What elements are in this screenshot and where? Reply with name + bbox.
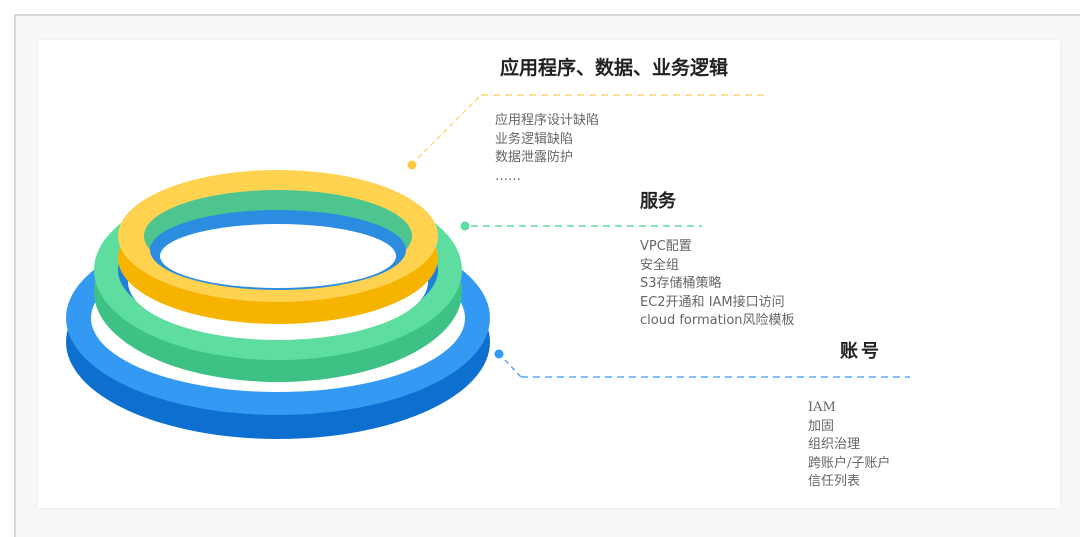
list-item: EC2开通和 IAM接口访问 bbox=[640, 294, 785, 310]
list-item: 安全组 bbox=[640, 257, 680, 273]
list-item: VPC配置 bbox=[640, 239, 692, 254]
connector-account bbox=[494, 349, 910, 378]
list-item: S3存储桶策略 bbox=[640, 276, 722, 291]
list-item: 业务逻辑缺陷 bbox=[495, 131, 574, 147]
list-item: 应用程序设计缺陷 bbox=[495, 113, 600, 128]
list-item: 加固 bbox=[808, 418, 835, 434]
services-layer-items: VPC配置 安全组 S3存储桶策略 EC2开通和 IAM接口访问 cloud f… bbox=[640, 238, 795, 331]
list-item: 数据泄露防护 bbox=[495, 150, 574, 165]
connector-application bbox=[407, 94, 765, 170]
connector-services bbox=[460, 221, 702, 231]
list-item: …… bbox=[495, 168, 521, 184]
services-layer-title: 服务 bbox=[640, 191, 676, 212]
list-item: cloud formation风险模板 bbox=[640, 313, 795, 328]
list-item: 跨账户/子账户 bbox=[808, 455, 891, 471]
list-item: IAM bbox=[808, 400, 836, 415]
application-layer-items: 应用程序设计缺陷 业务逻辑缺陷 数据泄露防护 …… bbox=[495, 112, 599, 186]
ring-application bbox=[118, 170, 438, 324]
application-layer-title: 应用程序、数据、业务逻辑 bbox=[500, 57, 729, 79]
list-item: 组织治理 bbox=[808, 437, 861, 452]
account-layer-title: 账号 bbox=[840, 341, 882, 362]
account-layer-items: IAM 加固 组织治理 跨账户/子账户 信任列表 bbox=[808, 399, 890, 492]
list-item: 信任列表 bbox=[808, 474, 861, 489]
